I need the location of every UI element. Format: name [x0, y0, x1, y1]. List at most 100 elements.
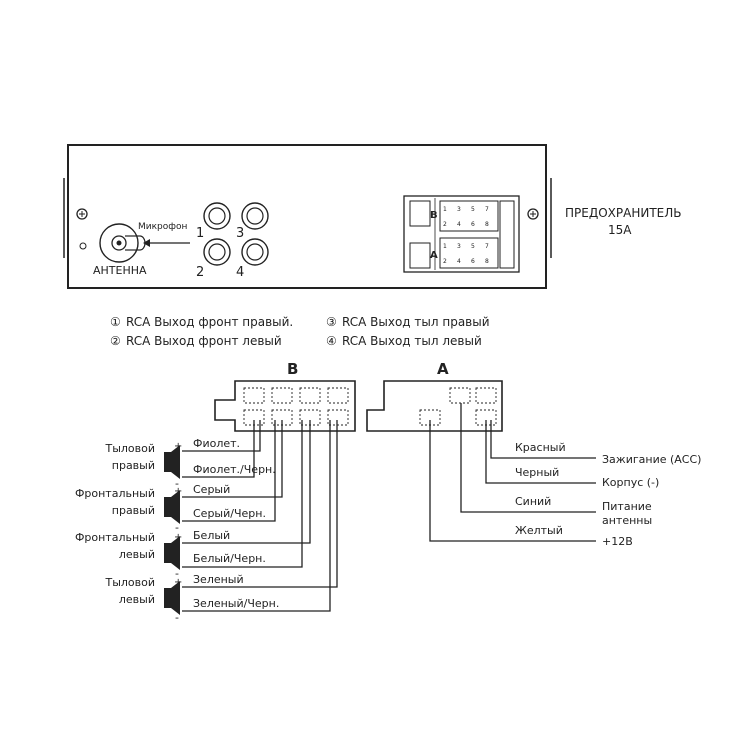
wire-violet [182, 420, 261, 452]
rca-socket-1 [203, 202, 231, 230]
wire-function-label: антенны [602, 514, 652, 527]
pin-number: 1 [443, 243, 447, 250]
connector-b-label: B [287, 360, 298, 378]
wire-grey-black [182, 420, 276, 522]
legend-mark: ① [110, 315, 121, 329]
pin-number: 4 [457, 221, 461, 228]
polarity-minus: - [175, 567, 179, 580]
wire-red [490, 420, 596, 459]
wire-white-black [182, 420, 303, 568]
wire-color-label: Синий [515, 495, 551, 508]
wire-function-label: Зажигание (АСС) [602, 453, 701, 466]
legend-mark: ③ [326, 315, 337, 329]
rca-socket-2 [203, 238, 231, 266]
pin-number: 8 [485, 221, 489, 228]
polarity-plus: + [174, 577, 182, 588]
mic-arrow-icon [143, 239, 190, 247]
pin-number: 3 [457, 206, 461, 213]
connector-b [214, 380, 356, 432]
legend-text: RCA Выход фронт правый. [126, 315, 293, 329]
wire-function-label: Корпус (-) [602, 476, 659, 489]
panel-iso-connector [403, 195, 520, 273]
wire-function-label: +12В [602, 535, 633, 548]
polarity-minus: - [175, 477, 179, 490]
fuse-value: 15А [608, 223, 632, 237]
screw-icon [76, 208, 88, 220]
speaker-icon [164, 581, 180, 615]
wire-label: Белый [193, 529, 230, 542]
polarity-minus: - [175, 521, 179, 534]
speaker-icon [164, 490, 180, 524]
legend-text: RCA Выход фронт левый [126, 334, 282, 348]
wire-black [485, 420, 596, 484]
pin-number: 5 [471, 243, 475, 250]
wire-label: Белый/Черн. [193, 552, 266, 565]
mic-label: Микрофон [138, 222, 187, 232]
rca-number-2: 2 [196, 265, 204, 280]
speaker-name: Тыловой [104, 442, 155, 455]
wire-label: Серый [193, 483, 230, 496]
rca-number-1: 1 [196, 226, 204, 241]
rca-number-3: 3 [236, 226, 244, 241]
wire-label: Серый/Черн. [193, 507, 266, 520]
rca-socket-4 [241, 238, 269, 266]
polarity-plus: + [174, 532, 182, 543]
screw-icon [527, 208, 539, 220]
pin-number: 4 [457, 258, 461, 265]
polarity-minus: - [175, 611, 179, 624]
pin-number: 3 [457, 243, 461, 250]
pin-number: 2 [443, 221, 447, 228]
pin-number: 5 [471, 206, 475, 213]
speaker-name: левый [119, 593, 155, 606]
speaker-icon [164, 536, 180, 570]
pin-number: 7 [485, 243, 489, 250]
wire-label: Зеленый/Черн. [193, 597, 279, 610]
wire-color-label: Черный [515, 466, 559, 479]
wire-color-label: Желтый [515, 524, 563, 537]
rca-socket-3 [241, 202, 269, 230]
speaker-wires [182, 420, 338, 612]
antenna-label: АНТЕННА [93, 264, 147, 277]
pin-number: 6 [471, 221, 475, 228]
speaker-name: Тыловой [104, 576, 155, 589]
speaker-name: правый [112, 459, 155, 472]
wire-grey [182, 420, 283, 498]
panel-outline [67, 144, 547, 289]
polarity-plus: + [174, 486, 182, 497]
legend-mark: ④ [326, 334, 337, 348]
legend-mark: ② [110, 334, 121, 348]
wire-violet-black [182, 420, 255, 478]
pin-number: 1 [443, 206, 447, 213]
wire-label: Зеленый [193, 573, 244, 586]
wire-label: Фиолет. [193, 437, 240, 450]
panel-connector-a-letter: A [430, 250, 438, 261]
wire-green [182, 420, 338, 588]
head-unit-rear-panel: Микрофон АНТЕННА 1 3 2 4 [63, 144, 552, 289]
legend-text: RCA Выход тыл левый [342, 334, 482, 348]
pin-number: 2 [443, 258, 447, 265]
pin-number: 8 [485, 258, 489, 265]
wire-yellow [429, 420, 596, 542]
fuse-title: ПРЕДОХРАНИТЕЛЬ [565, 206, 682, 220]
rca-number-4: 4 [236, 265, 244, 280]
speaker-name: Фронтальный [75, 487, 155, 500]
speaker-name: Фронтальный [75, 531, 155, 544]
pin-number: 7 [485, 206, 489, 213]
wire-blue [460, 403, 596, 513]
panel-connector-b-letter: B [430, 210, 438, 221]
wire-white [182, 420, 311, 544]
wire-color-label: Красный [515, 441, 566, 454]
antenna-socket-icon [99, 223, 146, 263]
wire-function-label: Питание [602, 500, 652, 513]
pin-number: 6 [471, 258, 475, 265]
power-wires [429, 403, 596, 542]
wire-green-black [182, 420, 331, 612]
polarity-plus: + [174, 441, 182, 452]
speaker-name: правый [112, 504, 155, 517]
legend-text: RCA Выход тыл правый [342, 315, 490, 329]
rca-legend: ① RCA Выход фронт правый. ③ RCA Выход ты… [110, 315, 490, 348]
connector-a-label: A [437, 360, 449, 378]
panel-hole [79, 242, 87, 250]
connector-a [366, 380, 503, 432]
